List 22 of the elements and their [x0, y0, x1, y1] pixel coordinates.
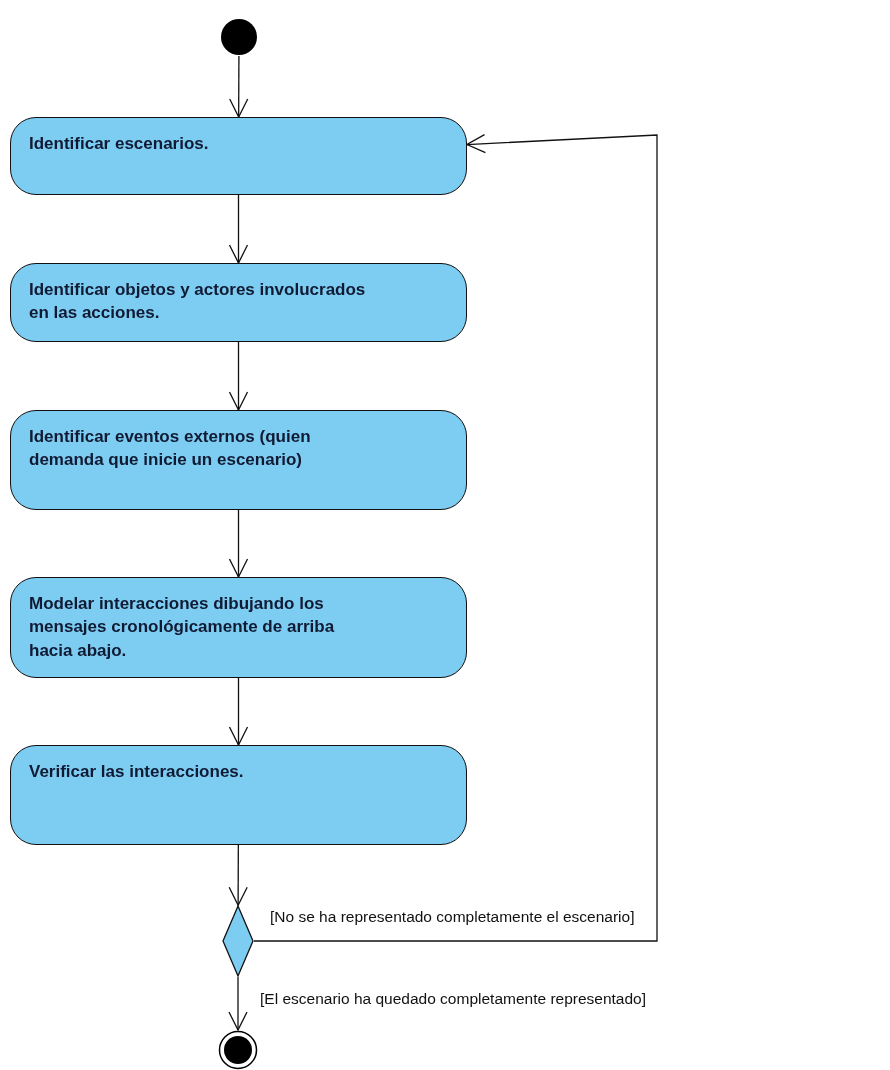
- action-box: [10, 117, 467, 195]
- initial-node: [220, 18, 258, 56]
- arrow: [228, 509, 249, 578]
- arrow: [253, 134, 658, 942]
- action-text: Verificar las interacciones.: [29, 761, 245, 783]
- arrow: [229, 55, 249, 118]
- arrow: [228, 341, 249, 411]
- action-text: Identificar objetos y actores involucrados en las acciones.: [29, 279, 367, 325]
- action-text: Identificar eventos externos (quien demanda que inicie un escenario): [29, 426, 312, 472]
- action-box: [10, 410, 467, 510]
- final-node: [218, 1030, 258, 1070]
- arrow: [228, 976, 248, 1031]
- action-box: [10, 745, 467, 845]
- arrow: [228, 677, 249, 746]
- action-box: [10, 263, 467, 342]
- arrow: [228, 194, 249, 264]
- action-text: Identificar escenarios.: [29, 133, 210, 155]
- action-box: [10, 577, 467, 678]
- decision-diamond: [222, 905, 254, 977]
- guard-label: [No se ha representado completamente el escenario]: [268, 908, 637, 926]
- arrow: [228, 844, 248, 906]
- action-text: Modelar interacciones dibujando los mensajes cronológicamente de arriba hacia abajo.: [29, 593, 336, 662]
